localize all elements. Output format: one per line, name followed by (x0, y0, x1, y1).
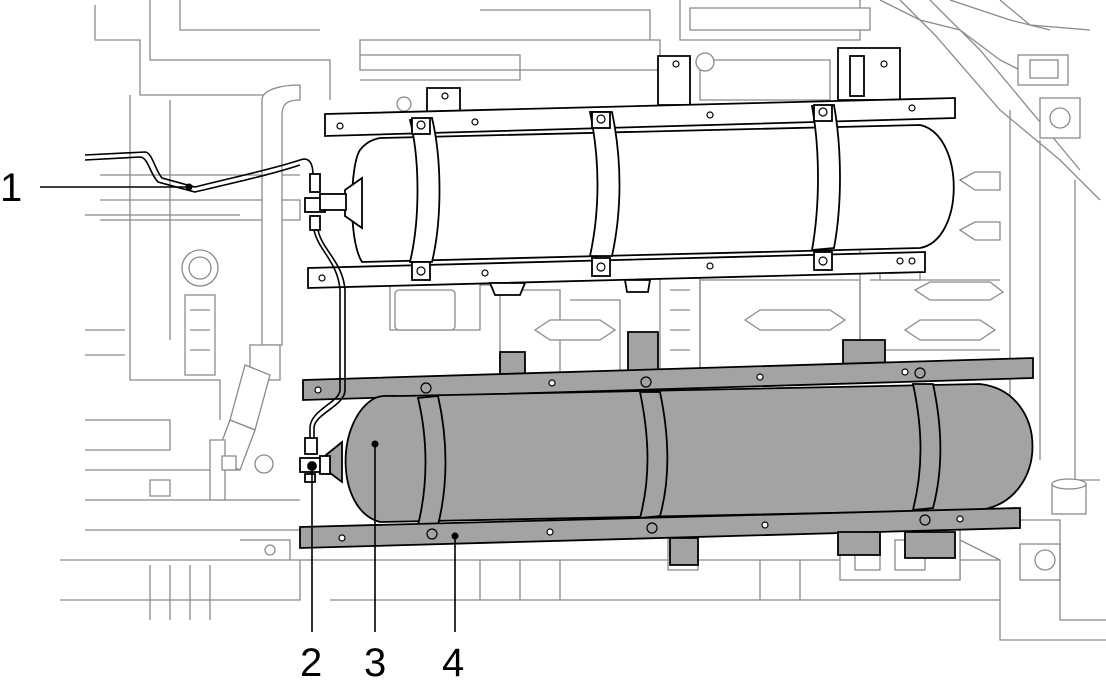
callout-4-label: 4 (442, 641, 464, 685)
chassis-background (60, 0, 1106, 641)
lower-cylinder (344, 383, 1034, 523)
callout-3-label: 3 (364, 641, 386, 685)
upper-top-rail (324, 97, 956, 137)
upper-cylinder (351, 124, 955, 263)
callout-4-group: 4 (442, 532, 464, 685)
lower-cylinder-assembly (299, 331, 1034, 566)
upper-cylinder-assembly (307, 47, 956, 296)
callout-2-label: 2 (300, 641, 322, 685)
callout-1-label: 1 (0, 166, 22, 210)
callout-1-group: 1 (0, 166, 193, 210)
upper-bottom-rail (307, 251, 926, 289)
callout-3-group: 3 (364, 440, 386, 685)
callout-2-group: 2 (300, 462, 322, 685)
gas-line (84, 151, 347, 483)
lower-top-rail (302, 357, 1034, 401)
lower-bottom-rail (299, 507, 1021, 549)
